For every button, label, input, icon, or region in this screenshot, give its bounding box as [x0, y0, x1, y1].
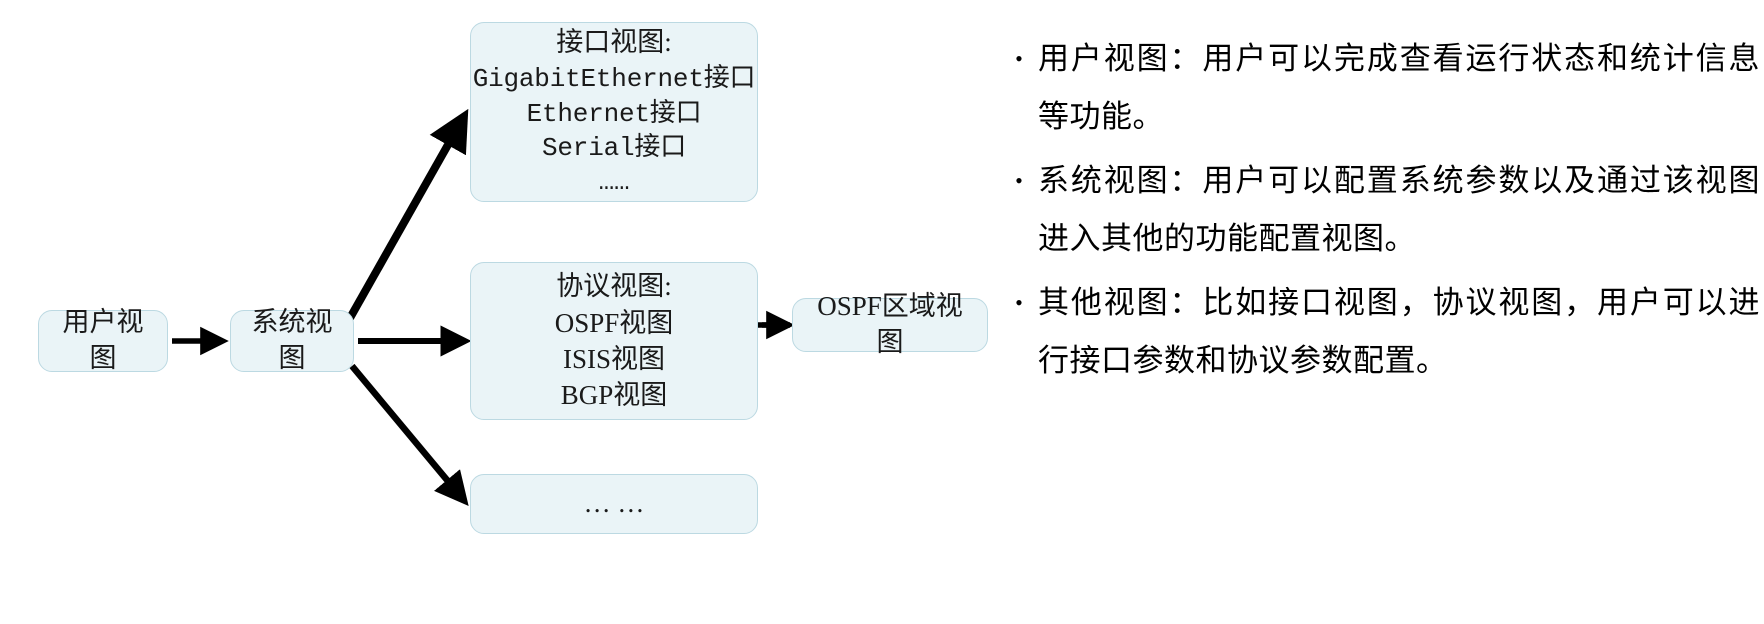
bullet-marker-icon: • [1015, 290, 1023, 315]
node-protocol-view-line-2: ISIS视图 [562, 344, 665, 374]
list-item-text-2: 系统视图：用户可以配置系统参数以及通过该视图进入其他的功能配置视图。 [1038, 163, 1760, 256]
list-item-text-3: 其他视图：比如接口视图，协议视图，用户可以进行接口参数和协议参数配置。 [1038, 285, 1760, 378]
node-system-view[interactable]: 系统视图 [230, 307, 354, 373]
node-interface-view[interactable]: 接口视图: GigabitEthernet接口 Ethernet接口 Seria… [470, 22, 758, 202]
node-other-view-label: … … [583, 488, 645, 519]
node-interface-view-line-3: Serial接口 [541, 132, 686, 163]
arrow-system-to-other [349, 363, 469, 506]
arrow-system-to-interface [346, 108, 469, 320]
node-other-view[interactable]: … … [470, 474, 758, 534]
view-hierarchy-diagram: 用户视图 系统视图 接口视图: GigabitEthernet接口 Ethern… [38, 22, 988, 534]
view-description-list: • 用户视图：用户可以完成查看运行状态和统计信息等功能。 • 系统视图：用户可以… [1000, 30, 1760, 590]
node-interface-view-title: 接口视图: [556, 26, 672, 57]
node-user-view-label: 用户视图 [62, 307, 144, 373]
list-item-text-1: 用户视图：用户可以完成查看运行状态和统计信息等功能。 [1038, 41, 1760, 134]
node-user-view[interactable]: 用户视图 [38, 307, 168, 373]
node-interface-view-line-1: GigabitEthernet接口 [472, 64, 756, 95]
node-protocol-view-line-3: BGP视图 [560, 379, 668, 410]
node-interface-view-line-4: …… [598, 167, 630, 198]
node-protocol-view-title: 协议视图: [556, 270, 672, 301]
bullet-marker-icon: • [1015, 46, 1023, 71]
list-item: • 系统视图：用户可以配置系统参数以及通过该视图进入其他的功能配置视图。 [1000, 152, 1760, 268]
node-ospf-area-view-label: OSPF区域视图 [817, 291, 963, 357]
node-system-view-label: 系统视图 [251, 307, 333, 373]
node-interface-view-line-2: Ethernet接口 [526, 98, 702, 129]
node-protocol-view-line-1: OSPF视图 [554, 308, 674, 339]
list-item: • 用户视图：用户可以完成查看运行状态和统计信息等功能。 [1000, 30, 1760, 146]
list-item: • 其他视图：比如接口视图，协议视图，用户可以进行接口参数和协议参数配置。 [1000, 274, 1760, 390]
bullet-marker-icon: • [1015, 168, 1023, 193]
node-protocol-view[interactable]: 协议视图: OSPF视图 ISIS视图 BGP视图 [470, 262, 758, 420]
node-ospf-area-view[interactable]: OSPF区域视图 [792, 291, 988, 357]
